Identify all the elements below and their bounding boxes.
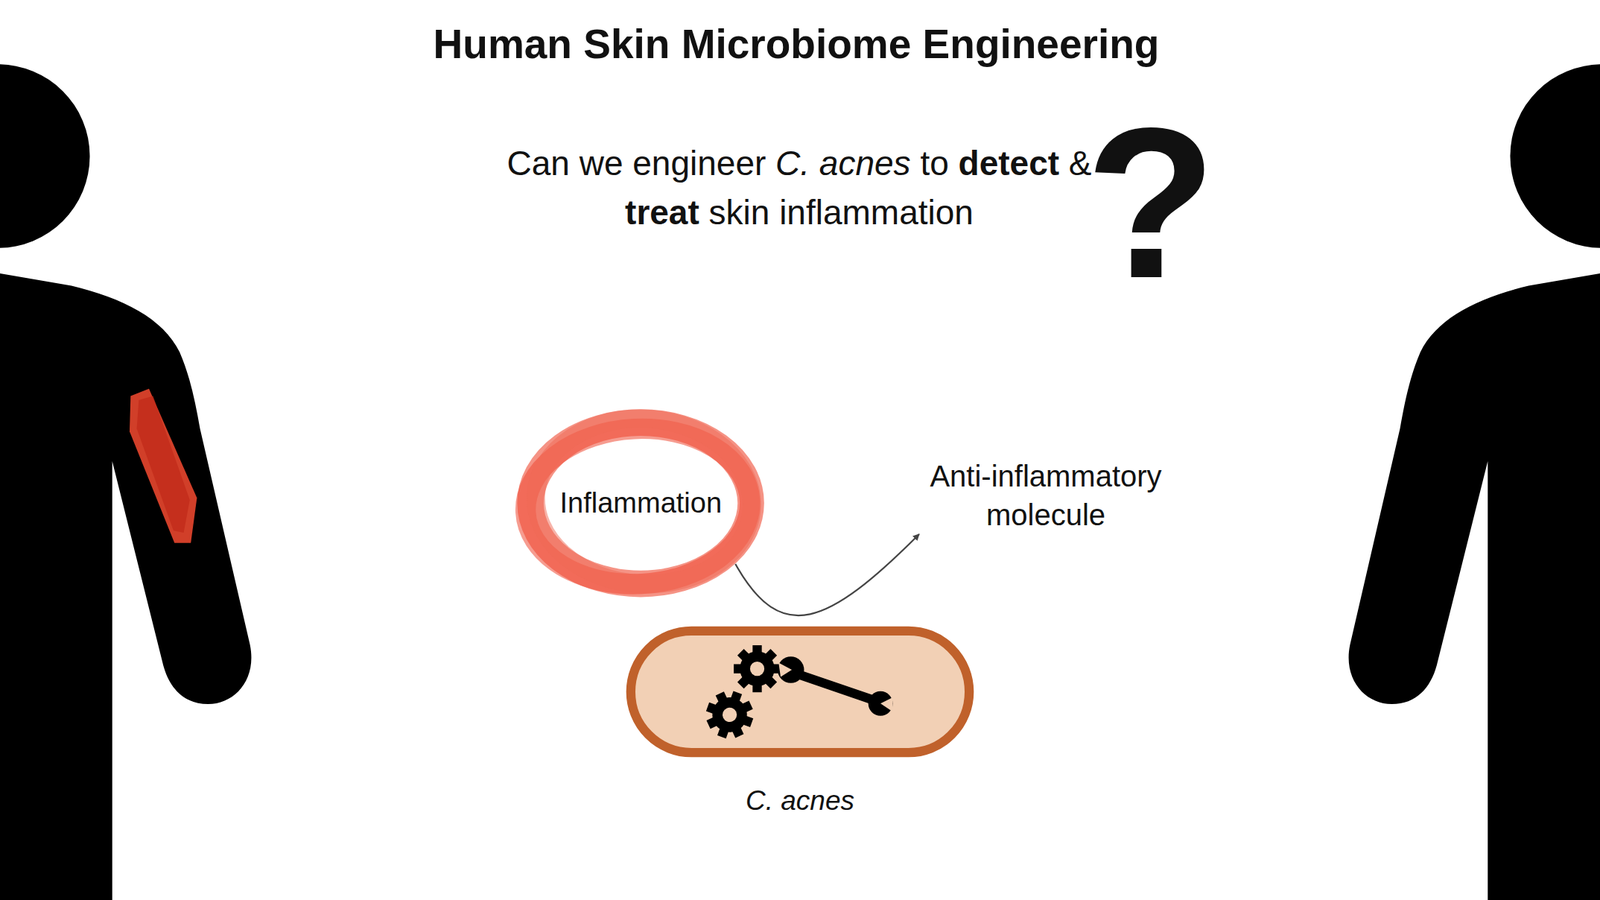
body <box>0 273 252 900</box>
italic-term: C. acnes <box>775 143 911 183</box>
inflammation-ring: Inflammation <box>508 400 774 608</box>
molecule-label: Anti-inflammatory molecule <box>911 456 1180 535</box>
node-label: Inflammation <box>560 486 723 521</box>
title: Human Skin Microbiome Engineering <box>274 19 1318 69</box>
left-person <box>0 64 252 900</box>
curved-arrow <box>735 534 920 616</box>
body <box>1348 273 1600 900</box>
cell-outline <box>625 625 975 758</box>
question-text: Can we engineer C. acnes to detect & tre… <box>505 138 1094 237</box>
question-mark: ? <box>1076 95 1226 310</box>
bold-term: treat <box>624 192 700 232</box>
head <box>1509 64 1600 249</box>
inflamed-patch-core <box>137 395 190 533</box>
organism-name: C. acnes <box>581 784 1019 818</box>
bacterium-capsule: C. acnes <box>625 625 975 758</box>
inflamed-patch <box>129 388 197 544</box>
bold-term: detect <box>958 143 1060 183</box>
molecule-label-box: Anti-inflammatory molecule <box>911 456 1180 535</box>
right-person <box>1348 64 1600 900</box>
head <box>0 64 91 249</box>
